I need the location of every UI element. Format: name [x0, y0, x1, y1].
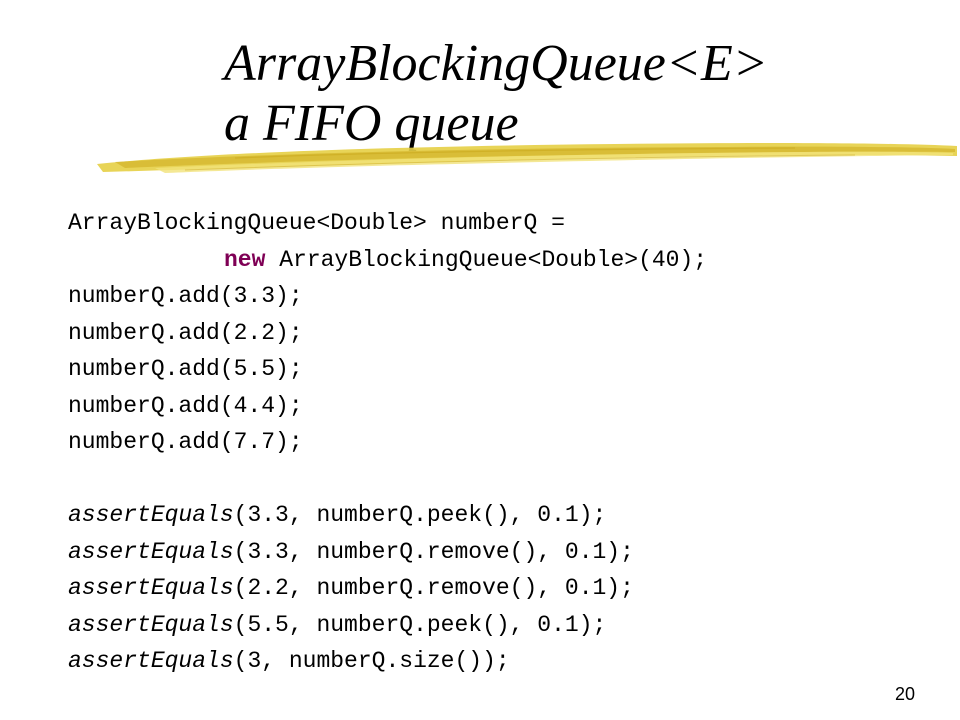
code-text: (3, numberQ.size()); [233, 648, 510, 674]
code-line: assertEquals(2.2, numberQ.remove(), 0.1)… [68, 570, 707, 607]
slide-title: ArrayBlockingQueue<E> a FIFO queue [224, 36, 768, 152]
assert-function: assertEquals [68, 611, 234, 638]
code-line: assertEquals(3.3, numberQ.remove(), 0.1)… [68, 534, 707, 571]
code-line: assertEquals(5.5, numberQ.peek(), 0.1); [68, 607, 707, 644]
code-line: numberQ.add(3.3); [68, 283, 303, 309]
code-block: ArrayBlockingQueue<Double> numberQ = new … [68, 205, 707, 680]
code-text: (3.3, numberQ.peek(), 0.1); [233, 502, 607, 528]
code-text: ArrayBlockingQueue<Double>(40); [265, 246, 708, 273]
code-line: numberQ.add(7.7); [68, 429, 303, 455]
code-line: new ArrayBlockingQueue<Double>(40); [68, 242, 707, 279]
code-line: numberQ.add(4.4); [68, 392, 303, 419]
code-text: (5.5, numberQ.peek(), 0.1); [233, 611, 607, 638]
title-line-2: a FIFO queue [224, 95, 519, 152]
code-line: assertEquals(3, numberQ.size()); [68, 643, 707, 680]
page-number: 20 [894, 684, 915, 704]
assert-function: assertEquals [68, 575, 234, 601]
assert-function: assertEquals [68, 538, 234, 565]
title-line-1: ArrayBlockingQueue<E> [224, 35, 768, 92]
code-text: (3.3, numberQ.remove(), 0.1); [233, 538, 634, 565]
code-line: numberQ.add(5.5); [68, 356, 303, 382]
code-line: ArrayBlockingQueue<Double> numberQ = [68, 210, 565, 236]
title-brush-underline [97, 142, 957, 173]
assert-function: assertEquals [68, 502, 234, 528]
code-text: (2.2, numberQ.remove(), 0.1); [233, 575, 634, 601]
new-keyword: new [224, 246, 266, 273]
blank-line [68, 461, 707, 498]
assert-function: assertEquals [68, 648, 234, 674]
code-line: numberQ.add(2.2); [68, 319, 303, 346]
code-line: assertEquals(3.3, numberQ.peek(), 0.1); [68, 497, 707, 534]
